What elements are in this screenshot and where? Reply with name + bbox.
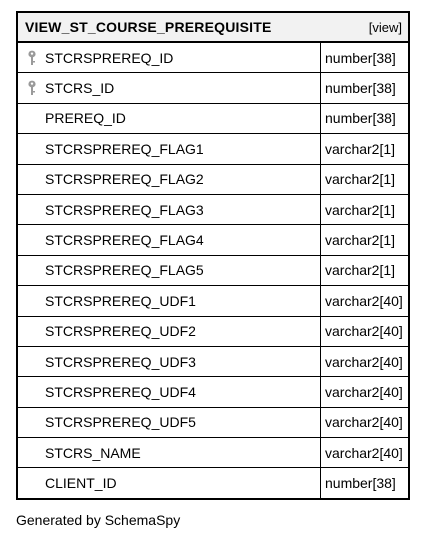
column-list: STCRSPREREQ_ID number[38] STCRS_ID number[3…: [18, 43, 408, 498]
column-row: STCRSPREREQ_UDF5 varchar2[40]: [18, 407, 408, 439]
column-type: varchar2[40]: [325, 444, 403, 461]
key-icon: [27, 50, 37, 66]
entity-kind-label: [view]: [368, 19, 402, 35]
column-type: varchar2[40]: [325, 323, 403, 340]
column-row: PREREQ_ID number[38]: [18, 103, 408, 135]
column-row: STCRSPREREQ_ID number[38]: [18, 43, 408, 74]
column-name-cell: STCRS_NAME: [18, 438, 321, 468]
column-name: STCRSPREREQ_UDF1: [45, 292, 196, 309]
column-name: STCRSPREREQ_ID: [45, 49, 174, 66]
column-name-cell: STCRSPREREQ_UDF1: [18, 286, 321, 316]
column-type: varchar2[40]: [325, 353, 403, 370]
column-type: varchar2[1]: [325, 171, 396, 188]
column-row: STCRS_ID number[38]: [18, 73, 408, 104]
column-type: varchar2[1]: [325, 232, 396, 249]
column-name: STCRSPREREQ_UDF3: [45, 353, 196, 370]
column-row: STCRSPREREQ_FLAG5 varchar2[1]: [18, 255, 408, 287]
column-row: STCRSPREREQ_FLAG2 varchar2[1]: [18, 164, 408, 195]
column-name-cell: STCRSPREREQ_FLAG2: [18, 164, 321, 194]
column-type: varchar2[40]: [325, 414, 403, 431]
column-name-cell: STCRSPREREQ_FLAG3: [18, 194, 321, 225]
key-icon: [27, 80, 37, 96]
column-name: STCRSPREREQ_FLAG5: [45, 262, 204, 279]
column-name: STCRS_NAME: [45, 444, 141, 461]
column-type: number[38]: [325, 110, 396, 127]
column-name: STCRSPREREQ_FLAG2: [45, 171, 204, 188]
column-row: STCRSPREREQ_FLAG4 varchar2[1]: [18, 225, 408, 256]
column-row: STCRSPREREQ_FLAG3 varchar2[1]: [18, 194, 408, 226]
column-row: CLIENT_ID number[38]: [18, 468, 408, 498]
column-type: varchar2[1]: [325, 262, 396, 279]
column-name: STCRSPREREQ_FLAG1: [45, 140, 204, 157]
column-type: varchar2[40]: [325, 383, 403, 400]
column-name: PREREQ_ID: [45, 110, 126, 127]
column-name: CLIENT_ID: [45, 475, 117, 492]
column-type: number[38]: [325, 49, 396, 66]
column-name-cell: STCRSPREREQ_FLAG1: [18, 134, 321, 164]
column-type: number[38]: [325, 80, 396, 97]
generator-credit: Generated by SchemaSpy: [16, 512, 181, 528]
column-name-cell: STCRSPREREQ_UDF2: [18, 316, 321, 346]
column-name-cell: STCRS_ID: [18, 73, 321, 103]
column-name-cell: STCRSPREREQ_UDF5: [18, 407, 321, 438]
column-name: STCRSPREREQ_UDF2: [45, 323, 196, 340]
column-type: varchar2[1]: [325, 140, 396, 157]
column-name-cell: STCRSPREREQ_UDF4: [18, 377, 321, 407]
column-name: STCRSPREREQ_UDF5: [45, 414, 196, 431]
entity-header: VIEW_ST_COURSE_PREREQUISITE [view]: [18, 13, 408, 43]
column-row: STCRSPREREQ_FLAG1 varchar2[1]: [18, 134, 408, 165]
column-name-cell: STCRSPREREQ_UDF3: [18, 346, 321, 377]
column-name-cell: STCRSPREREQ_FLAG4: [18, 225, 321, 255]
entity-box: VIEW_ST_COURSE_PREREQUISITE [view] STCRS…: [16, 11, 410, 500]
column-row: STCRSPREREQ_UDF3 varchar2[40]: [18, 346, 408, 378]
column-name-cell: CLIENT_ID: [18, 468, 321, 498]
column-name: STCRSPREREQ_FLAG3: [45, 201, 204, 218]
column-name: STCRSPREREQ_FLAG4: [45, 232, 204, 249]
column-name-cell: STCRSPREREQ_FLAG5: [18, 255, 321, 286]
column-type: varchar2[40]: [325, 292, 403, 309]
column-row: STCRSPREREQ_UDF1 varchar2[40]: [18, 286, 408, 317]
column-name-cell: PREREQ_ID: [18, 103, 321, 134]
column-name-cell: STCRSPREREQ_ID: [18, 43, 321, 73]
column-row: STCRSPREREQ_UDF4 varchar2[40]: [18, 377, 408, 408]
column-row: STCRSPREREQ_UDF2 varchar2[40]: [18, 316, 408, 347]
column-type: varchar2[1]: [325, 201, 396, 218]
entity-title: VIEW_ST_COURSE_PREREQUISITE: [25, 19, 272, 35]
column-name: STCRSPREREQ_UDF4: [45, 383, 196, 400]
column-row: STCRS_NAME varchar2[40]: [18, 438, 408, 469]
column-type: number[38]: [325, 475, 396, 492]
column-name: STCRS_ID: [45, 80, 115, 97]
